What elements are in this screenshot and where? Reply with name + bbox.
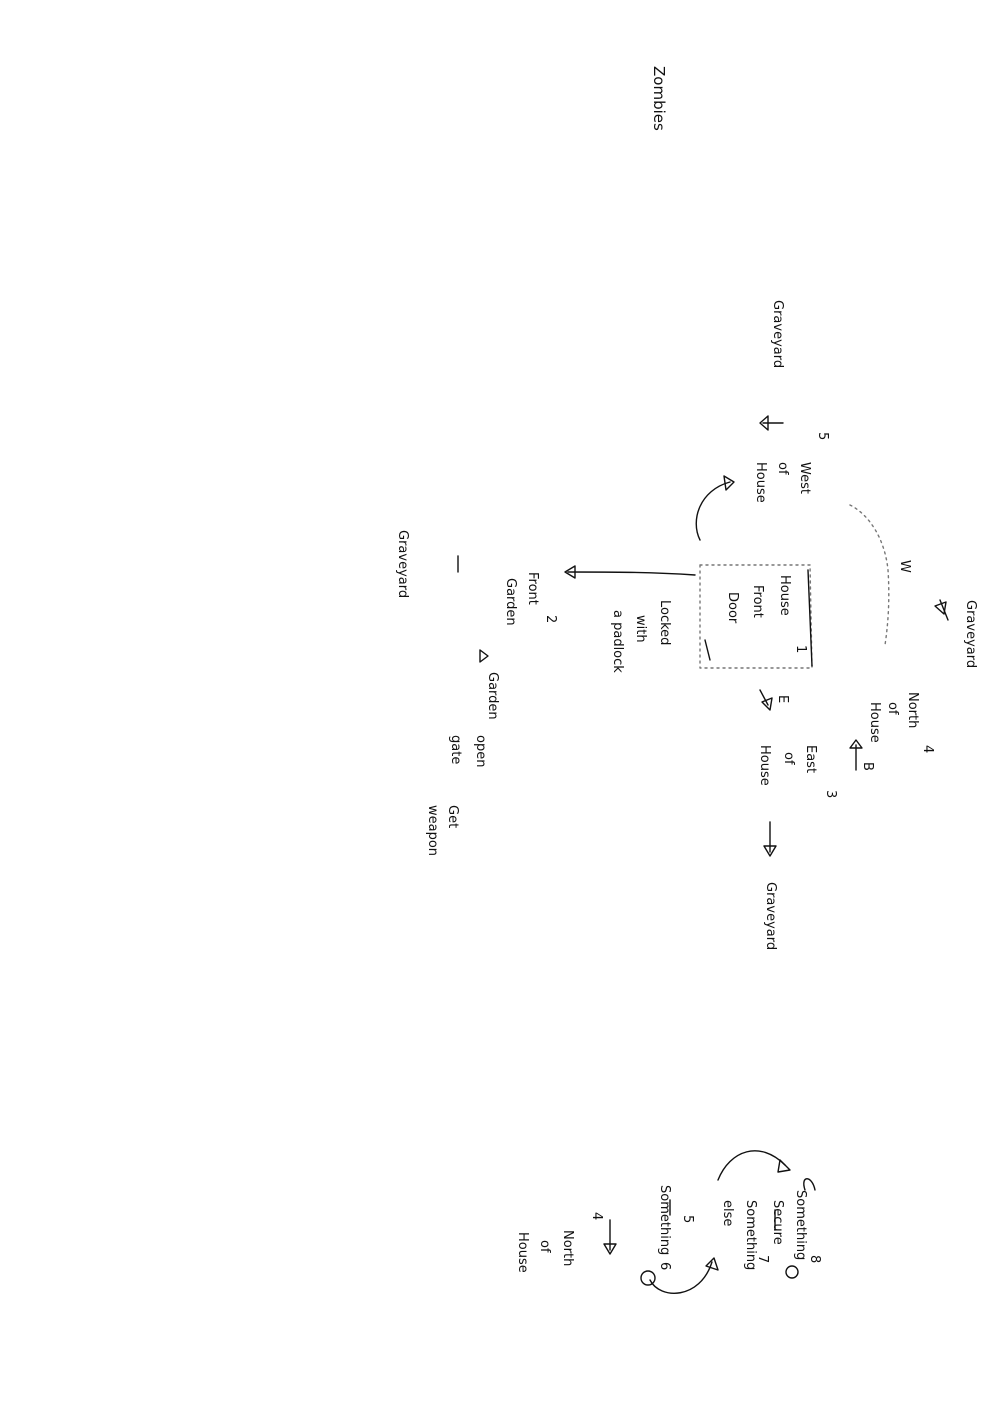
- node-4-of: of: [885, 702, 900, 715]
- node-3-number: 3: [823, 790, 838, 799]
- seq-5-number: 5: [680, 1215, 695, 1224]
- node-4-number: 4: [920, 745, 935, 754]
- locked-with: with: [633, 615, 648, 643]
- seq-7-something: Something: [743, 1200, 758, 1271]
- gate-open: open: [473, 735, 488, 768]
- arrowhead-graveyard-top-left: [759, 415, 769, 431]
- node-3-of: of: [781, 752, 796, 765]
- arrowhead-graveyard-bottom: [763, 845, 777, 857]
- node-5-of: of: [775, 462, 790, 475]
- arrowhead-graveyard-top: [934, 601, 947, 615]
- locked-padlock: a padlock: [610, 610, 625, 673]
- node-5-number: 5: [815, 432, 830, 441]
- graveyard-top-left: Graveyard: [770, 300, 785, 369]
- arrowhead-loop-top: [777, 1159, 791, 1173]
- curve-to-west: [695, 481, 731, 541]
- node-3-house: House: [757, 745, 772, 786]
- locked-label: Locked: [657, 600, 672, 646]
- graveyard-top-right: Graveyard: [963, 600, 978, 669]
- seq-4-number: 4: [589, 1212, 604, 1221]
- node-1-front: Front: [750, 585, 765, 618]
- arrow-house-to-garden: [567, 571, 696, 576]
- node-8-circle: [785, 1265, 799, 1279]
- door-line: [704, 639, 711, 661]
- node-2-number: 2: [543, 615, 558, 624]
- arrowhead-east: [761, 697, 773, 711]
- seq-8-secure: Secure: [770, 1200, 785, 1245]
- loop-right: [803, 1178, 816, 1191]
- node-3-east: East: [803, 745, 818, 774]
- arrowhead-flow-down: [603, 1243, 617, 1255]
- graveyard-garden: Graveyard: [395, 530, 410, 599]
- page-title: Zombies: [650, 66, 668, 131]
- arrowhead-west: [723, 475, 735, 491]
- seq-8-number: 8: [807, 1255, 822, 1264]
- marker-w: W: [897, 560, 912, 573]
- node-2-garden: Garden: [503, 578, 518, 626]
- node-5-house: House: [753, 462, 768, 503]
- node-1-house: House: [777, 575, 792, 616]
- gate-weapon: weapon: [425, 805, 440, 857]
- node-2-front: Front: [525, 572, 540, 605]
- node-6-circle: [640, 1270, 656, 1286]
- node-4-house: House: [867, 702, 882, 743]
- seq-6-number: 6: [657, 1262, 672, 1271]
- node-4-north: North: [905, 692, 920, 729]
- seq-7-else: else: [720, 1200, 735, 1227]
- arc-west-north: [849, 504, 890, 646]
- house-box-right: [807, 569, 813, 667]
- arrow-east: [759, 689, 769, 706]
- arrowhead-gate: [479, 649, 489, 663]
- seq-8-something: Something: [793, 1190, 808, 1261]
- seq-5-something: Something: [657, 1185, 672, 1256]
- marker-e: E: [775, 695, 790, 704]
- node-1-door: Door: [725, 592, 740, 624]
- node-1-number: 1: [793, 645, 808, 654]
- gate-get: Get: [445, 805, 460, 829]
- node-5-west: West: [797, 462, 812, 494]
- arrowhead-north-east: [849, 739, 863, 749]
- gate-garden: Garden: [485, 672, 500, 720]
- seq-4-house: House: [515, 1232, 530, 1273]
- loop-bottom: [649, 1261, 713, 1294]
- seq-4-of: of: [537, 1240, 552, 1253]
- graveyard-bottom-right: Graveyard: [763, 882, 778, 951]
- loop-top: [717, 1150, 786, 1181]
- seq-4-north: North: [560, 1230, 575, 1267]
- marker-b: B: [860, 762, 875, 771]
- gate-gate: gate: [448, 735, 463, 765]
- house-box: [699, 564, 813, 669]
- arrowhead-loop-bottom: [705, 1257, 719, 1271]
- arrowhead-garden: [564, 565, 576, 579]
